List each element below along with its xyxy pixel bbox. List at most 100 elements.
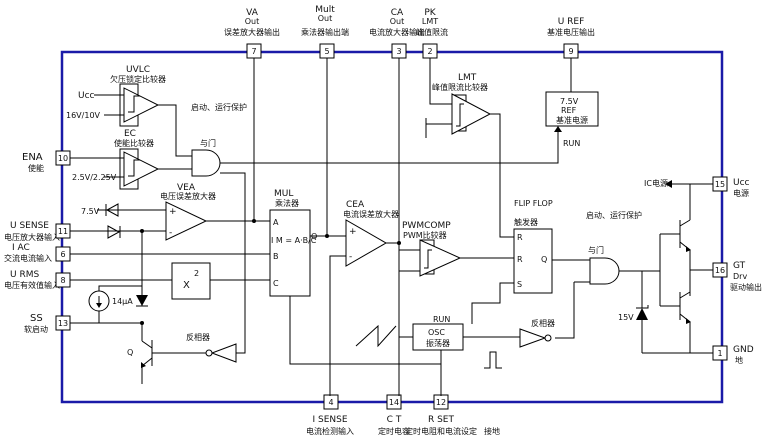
pin-ca-sub: Out <box>390 17 405 26</box>
cea-amplifier: CEA 电流误差放大器 + - <box>329 58 401 396</box>
pin-gnd: 1 GND 地 <box>712 345 754 365</box>
pin-ucc: 15 Ucc 电源 <box>712 176 750 198</box>
ff-q: Q <box>541 255 547 264</box>
pin-gt: 16 GT Drv 驱动输出 <box>712 261 762 292</box>
pin-rset: 12 R SET 定时电阻和电流设定 <box>405 394 477 436</box>
pin-mult-num: 5 <box>324 47 329 56</box>
pin-gt-name: GT <box>733 261 746 271</box>
pin-usense-num: 11 <box>58 227 68 236</box>
output-and-label: 与门 <box>588 245 604 255</box>
pin-ca-out: CA Out 电流放大器输出 3 <box>369 8 425 59</box>
mul-desc: 乘法器 <box>275 198 299 208</box>
ec-name: EC <box>124 129 136 139</box>
pin-rset-num: 12 <box>436 398 446 407</box>
ec-comparator: EC 使能比较器 2.5V/2.25V <box>70 129 160 190</box>
pin-pk-lmt: PK LMT 峰值限流 2 <box>416 8 448 59</box>
pin-ena: ENA 使能 10 <box>22 150 71 173</box>
footer-note: 接地 <box>484 426 500 436</box>
pin-usense: U SENSE 电压放大器输入 11 <box>4 221 71 242</box>
reference-block: 7.5V REF 基准电源 <box>545 58 599 127</box>
svg-text:-: - <box>169 228 172 238</box>
pin-ca-num: 3 <box>396 47 401 56</box>
square-block: X 2 <box>171 262 211 300</box>
ff-s: S <box>517 280 522 289</box>
pulse-waveform <box>484 351 502 369</box>
pin-mult-name: Mult <box>315 5 335 15</box>
pin-ct-name: C T <box>387 415 402 425</box>
pin-isense-desc: 电流检测输入 <box>306 426 354 436</box>
pin-urms-name: U RMS <box>10 270 39 280</box>
vea-amplifier: VEA 电压误差放大器 + - 7.5V <box>70 58 270 241</box>
ss-transistor: Q <box>127 348 133 357</box>
vea-ref: 7.5V <box>81 207 100 216</box>
pin-gt-num: 16 <box>715 266 725 275</box>
pin-mult-desc: 乘法器输出端 <box>301 27 349 37</box>
output-driver: IC电源 15V <box>618 178 713 354</box>
pin-va-sub: Out <box>245 17 260 26</box>
svg-text:+: + <box>169 207 177 217</box>
uvlc-comparator: UVLC 欠压锁定比较器 Ucc 16V/10V 启动、运行保护 <box>66 65 247 127</box>
pin-ca-desc: 电流放大器输出 <box>369 27 425 37</box>
pin-usense-name: U SENSE <box>10 221 49 231</box>
ff-name: FLIP FLOP <box>514 199 553 208</box>
pin-urms: U RMS 电压有效值输入 8 <box>4 270 71 290</box>
pin-ucc-desc: 电源 <box>733 188 749 198</box>
ec-desc: 使能比较器 <box>114 138 154 148</box>
pin-rset-name: R SET <box>428 415 455 425</box>
cea-desc: 电流误差放大器 <box>343 209 399 219</box>
soft-start-circuit: 14μA Q <box>70 229 180 384</box>
pin-pk-desc: 峰值限流 <box>416 27 448 37</box>
osc-desc: 振荡器 <box>426 338 450 348</box>
pin-va-out: VA Out 误差放大器输出 7 <box>224 8 280 59</box>
pin-gnd-num: 1 <box>717 349 722 358</box>
flip-flop: FLIP FLOP 触发器 R R S Q 启动、运行保护 <box>513 199 642 294</box>
pin-ct-num: 14 <box>389 398 399 407</box>
pin-iac: I AC 交流电流输入 6 <box>4 243 71 263</box>
vea-name: VEA <box>177 183 196 193</box>
output-and-gate: 与门 <box>555 245 660 339</box>
pin-va-name: VA <box>246 8 259 18</box>
svg-text:-: - <box>349 252 352 262</box>
lmt-comparator: LMT 峰值限流比较器 <box>425 58 514 238</box>
pin-urms-desc: 电压有效值输入 <box>4 280 60 290</box>
ff-r1: R <box>517 233 523 242</box>
square-exp: 2 <box>194 269 199 278</box>
run-label: RUN <box>563 139 580 148</box>
inverter1-label: 反相器 <box>186 332 210 342</box>
pin-rset-desc: 定时电阻和电流设定 <box>405 426 477 436</box>
zener-label: 15V <box>618 313 634 322</box>
mul-b: B <box>273 252 279 261</box>
pin-ena-name: ENA <box>22 152 43 163</box>
pin-iac-num: 6 <box>60 250 65 259</box>
pin-gnd-name: GND <box>733 345 754 355</box>
mul-c: C <box>273 279 279 288</box>
square-x: X <box>183 280 190 291</box>
lmt-desc: 峰值限流比较器 <box>432 82 488 92</box>
ic-supply: IC电源 <box>644 178 668 188</box>
uvlc-threshold: 16V/10V <box>66 111 101 120</box>
pin-uref-desc: 基准电压输出 <box>547 27 595 37</box>
svg-text:+: + <box>349 227 357 237</box>
pin-gt-desc: 驱动输出 <box>730 282 762 292</box>
uvlc-ucc: Ucc <box>78 91 95 101</box>
pwm-name: PWMCOMP <box>402 221 451 231</box>
pin-ena-desc: 使能 <box>28 163 44 173</box>
ff-r2: R <box>517 255 523 264</box>
ec-threshold: 2.5V/2.25V <box>72 173 117 182</box>
pin-usense-desc: 电压放大器输入 <box>4 232 60 242</box>
pin-ucc-num: 15 <box>715 180 725 189</box>
pin-gnd-desc: 地 <box>735 355 743 365</box>
cea-name: CEA <box>346 200 365 210</box>
run-enable-label: 启动、运行保护 <box>191 102 247 112</box>
inverter2-label: 反相器 <box>531 318 555 328</box>
lmt-name: LMT <box>458 73 477 83</box>
pin-uref-num: 9 <box>568 47 573 56</box>
inverter-osc: 反相器 <box>519 318 555 348</box>
pin-va-desc: 误差放大器输出 <box>224 27 280 37</box>
ff-note: 启动、运行保护 <box>586 210 642 220</box>
osc-name: OSC <box>428 328 445 337</box>
pin-ct: 14 C T 定时电容 <box>378 394 410 436</box>
vea-desc: 电压误差放大器 <box>160 191 216 201</box>
ref-name: REF <box>561 106 577 115</box>
